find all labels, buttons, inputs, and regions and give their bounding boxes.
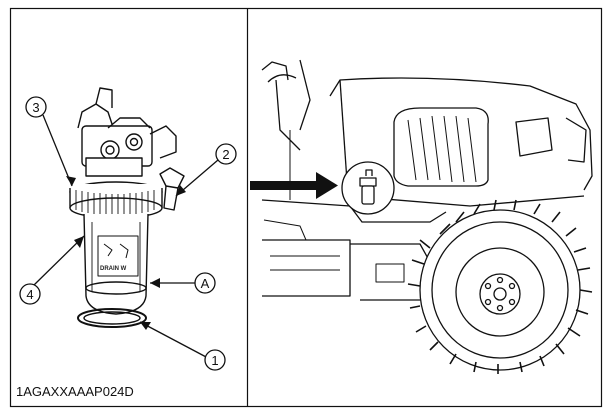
callout-3-label: 3 bbox=[32, 100, 39, 115]
callout-1: 1 bbox=[204, 349, 226, 371]
callout-4-label: 4 bbox=[26, 287, 33, 302]
bowl-print-text: DRAIN W bbox=[100, 266, 127, 272]
tractor-illustration bbox=[261, 59, 593, 374]
arrowheads-left bbox=[66, 176, 186, 330]
callout-3: 3 bbox=[25, 96, 47, 118]
location-arrow bbox=[250, 172, 338, 199]
callout-a: A bbox=[194, 272, 216, 294]
figure-code: 1AGAXXAAAP024D bbox=[16, 384, 134, 399]
callout-1-label: 1 bbox=[211, 353, 218, 368]
callout-leaders-left bbox=[33, 114, 219, 359]
callout-2: 2 bbox=[215, 143, 237, 165]
callout-4: 4 bbox=[19, 283, 41, 305]
callout-2-label: 2 bbox=[222, 147, 229, 162]
callout-a-label: A bbox=[201, 276, 210, 291]
fuel-filter-illustration bbox=[69, 87, 185, 328]
